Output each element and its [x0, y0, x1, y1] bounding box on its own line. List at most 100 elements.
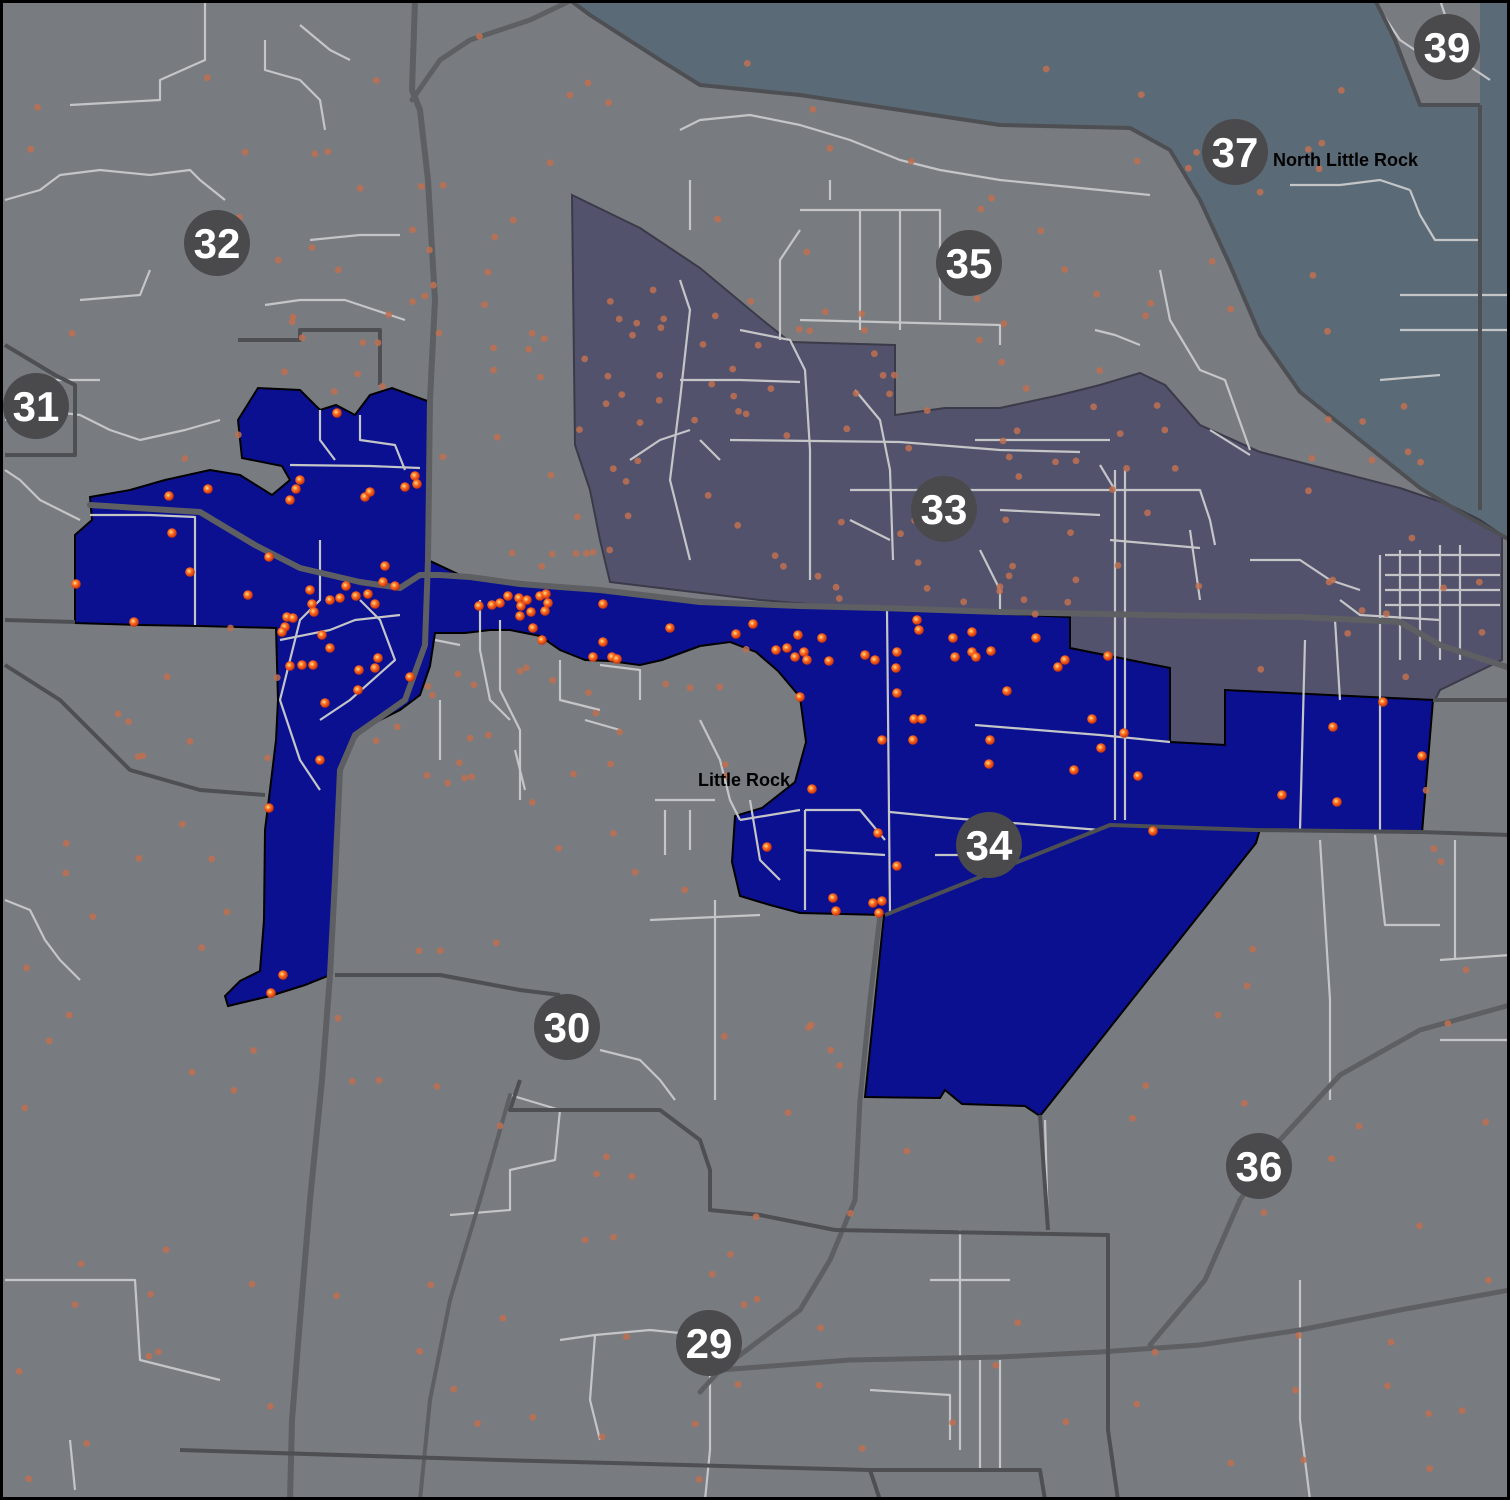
incident-point: [83, 1440, 91, 1447]
incident-point-highlighted: [277, 627, 287, 637]
incident-point: [1042, 65, 1050, 73]
incident-point-highlighted: [380, 561, 390, 571]
incident-point: [25, 1475, 32, 1483]
incident-point: [949, 1419, 956, 1426]
incident-point: [430, 281, 437, 289]
incident-point: [581, 1236, 589, 1244]
incident-point: [379, 383, 386, 390]
incident-point-highlighted: [537, 635, 547, 645]
incident-point: [1241, 1099, 1248, 1107]
incident-point: [847, 1209, 854, 1217]
incident-point: [1000, 320, 1008, 328]
local-road: [498, 620, 522, 800]
incident-point: [1116, 430, 1124, 437]
incident-point: [714, 215, 722, 223]
incident-point: [1300, 1456, 1307, 1464]
incident-point: [907, 158, 915, 165]
incident-point: [374, 339, 382, 347]
incident-point: [62, 839, 70, 847]
incident-point-highlighted: [522, 595, 532, 605]
incident-point-highlighted: [320, 698, 330, 708]
incident-point: [484, 268, 492, 276]
incident-point-highlighted: [390, 581, 400, 591]
incident-point-highlighted: [185, 567, 195, 577]
district-label-36: 36: [1226, 1133, 1292, 1199]
incident-point-highlighted: [914, 625, 924, 635]
incident-point: [289, 313, 297, 321]
incident-point: [1368, 456, 1376, 464]
incident-point-highlighted: [297, 660, 307, 670]
incident-point: [584, 79, 592, 87]
district-34-area[interactable]: [74, 386, 1435, 1118]
incident-point: [681, 886, 689, 894]
incident-point: [409, 226, 417, 234]
incident-point-highlighted: [341, 581, 351, 591]
incident-point: [181, 455, 189, 462]
incident-point: [546, 159, 554, 167]
incident-point-highlighted: [828, 893, 838, 903]
incident-point: [795, 326, 803, 333]
incident-point-highlighted: [1031, 633, 1041, 643]
district-boundary: [834, 1228, 1120, 1500]
incident-point: [333, 1292, 341, 1300]
local-road: [703, 1370, 712, 1500]
incident-point: [1444, 1020, 1452, 1027]
incident-point: [493, 939, 500, 947]
incident-point: [771, 552, 779, 559]
incident-point: [602, 400, 610, 408]
incident-point-highlighted: [1417, 751, 1427, 761]
incident-point: [1425, 1410, 1433, 1417]
district-boundary: [884, 823, 1510, 917]
local-road: [90, 513, 197, 625]
incident-point: [241, 148, 249, 156]
local-road: [278, 540, 322, 791]
incident-point-highlighted: [802, 655, 812, 665]
local-road: [1298, 639, 1307, 831]
incident-point-highlighted: [793, 630, 803, 640]
incident-point: [1052, 458, 1059, 466]
district-boundary: [1038, 1114, 1050, 1231]
local-road: [854, 389, 895, 561]
local-road: [434, 638, 461, 647]
incident-point: [455, 759, 463, 767]
incident-point: [491, 233, 499, 241]
incident-point: [1359, 418, 1366, 425]
incident-point-highlighted: [870, 655, 880, 665]
incident-point-highlighted: [351, 591, 361, 601]
incident-point: [147, 1290, 155, 1298]
incident-point: [629, 331, 636, 339]
incident-point: [1437, 858, 1445, 865]
incident-point: [1309, 272, 1317, 279]
incident-point: [589, 548, 597, 556]
incident-point-highlighted: [1378, 697, 1388, 707]
incident-point-highlighted: [1332, 797, 1342, 807]
incident-point-highlighted: [495, 598, 505, 608]
local-road: [263, 40, 327, 131]
incident-point: [34, 104, 41, 111]
incident-point: [1430, 845, 1438, 853]
local-road: [478, 600, 511, 721]
incident-point: [311, 150, 319, 158]
incident-point: [576, 426, 583, 433]
local-road: [999, 508, 1101, 517]
incident-point-highlighted: [309, 607, 319, 617]
incident-point: [1475, 578, 1483, 586]
district-boundaries: [3, 0, 1510, 1500]
incident-point: [836, 1062, 843, 1069]
incident-point: [421, 292, 429, 300]
incident-point-highlighted: [874, 908, 884, 918]
local-road: [309, 233, 400, 242]
highway-southeast: [717, 1287, 1510, 1373]
incident-point: [1325, 416, 1332, 423]
incident-point: [155, 1348, 162, 1356]
local-road: [679, 113, 1151, 197]
incident-point: [976, 336, 983, 344]
incident-point: [71, 1301, 79, 1308]
incident-point: [62, 869, 70, 877]
local-road: [1408, 189, 1480, 242]
incident-point-highlighted: [782, 643, 792, 653]
incident-point: [15, 1368, 23, 1375]
incident-point: [1022, 385, 1030, 392]
incident-point: [740, 1301, 748, 1309]
incident-point: [606, 546, 614, 554]
